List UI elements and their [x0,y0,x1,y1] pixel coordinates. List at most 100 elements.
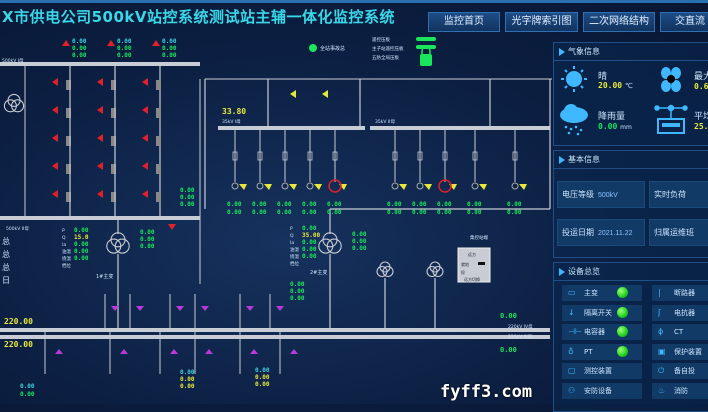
breaker-icon [332,151,338,161]
meas-value: 0.00 [180,383,195,390]
equipment-item[interactable]: ↓隔离开关 [562,304,642,321]
capacitor-icon [314,184,322,190]
bus-voltage-35kv: 33.80 [222,107,246,116]
temperature-unit: ℃ [624,82,633,90]
meas-value: 0.00 [387,201,402,208]
avg-value: 25.0 [694,122,708,131]
meas-value: 0.00 [20,383,35,390]
meas-value: 0.00 [302,225,317,232]
winding [106,238,122,254]
ground-switch-icon [52,78,58,86]
lock-icon [420,54,432,66]
meas-value: 0.00 [74,227,89,234]
capacitor-icon [399,184,407,190]
meas-label: 油温 [62,248,71,255]
breaker-icon [111,108,116,118]
side-label: 总 [2,249,10,259]
meas-value: 0.00 [327,201,342,208]
winding [110,232,126,248]
meas-value: 0.00 [117,52,132,59]
equipment-item[interactable]: ♁PT [562,343,642,360]
remote-box-text: 远方切换 [464,276,480,282]
meas-value: 0.00 [72,38,87,45]
info-maintenance-team: 归属运维班 [649,219,708,246]
equipment-item[interactable]: ⚇安防设备 [562,382,642,399]
nav-home[interactable]: 监控首页 [428,12,500,32]
bus-label: 500kV II母 [6,226,29,232]
breaker-icon [111,136,116,146]
bus-35kv-1 [218,126,365,130]
flow-arrow-icon [107,40,115,46]
equipment-item[interactable]: ♨消防 [652,382,708,399]
breaker-icon [66,192,71,202]
breaker-icon: | [658,288,661,297]
flow-arrow-icon [152,40,160,46]
equipment-item[interactable]: ⏻备自投 [652,363,708,379]
equipment-item[interactable]: ▭主变 [562,285,642,301]
meas-value: 0.00 [352,238,367,245]
reactor-alarm-icon [438,179,452,193]
meas-value: 0.00 [352,231,367,238]
capacitor-icon [511,182,519,190]
ct-icon: ɸ [658,327,664,336]
nav-ac-dc[interactable]: 交直流 [660,12,708,32]
pt-220kv [376,261,394,278]
ground-switch-icon [205,349,213,354]
wind-value: 0.60 [694,82,708,91]
nav-secondary-network[interactable]: 二次网络结构 [583,12,655,32]
winding [382,265,394,278]
wind-label: 最大 [694,72,708,82]
equipment-item[interactable]: ▢测控装置 [562,363,642,379]
breaker-icon [417,151,423,161]
bus-500kv-2 [0,216,200,220]
winding [326,238,342,254]
equipment-item[interactable]: |断路器 [652,285,708,301]
breaker-icon [156,164,161,174]
capacitor-icon [471,182,479,190]
remote-box-text: 投 [461,269,465,275]
nav-signal-index[interactable]: 光字牌索引图 [505,12,578,32]
meas-value: 0.00 [117,38,132,45]
status-indicator [617,287,628,298]
meas-value: 0.00 [255,367,270,374]
meas-value: 0.00 [467,201,482,208]
disconnector-icon: ↓ [568,307,575,317]
equipment-item[interactable]: ⊣⊢电容器 [562,324,642,340]
equipment-title: 设备总览 [554,263,708,281]
meas-value: 0.00 [180,376,195,383]
meas-value: 0.00 [227,209,242,216]
legend-status: 全站事故总 [320,45,345,52]
ground-switch-icon [52,190,58,198]
meas-value: 0.00 [437,209,452,216]
breaker-icon [232,151,238,161]
meas-value: 0.00 [302,253,317,260]
meas-value: 0.00 [327,209,342,216]
winding [426,265,438,278]
bus-label: 35kV II母 [375,119,395,125]
pressure-icon [654,104,688,134]
capacitor-icon [289,184,297,190]
status-indicator [617,306,628,318]
winding [318,238,334,254]
protection-icon: ▣ [658,346,666,356]
breaker-icon [111,192,116,202]
side-label: 总 [2,262,10,272]
equipment-item[interactable]: ▣保护装置 [652,343,708,360]
bus-35kv-2 [370,126,550,130]
meas-value: 0.00 [180,369,195,376]
ground-switch-icon [97,190,103,198]
capacitor-icon [264,184,272,190]
breaker-icon [66,136,71,146]
winding [432,265,444,278]
meas-value: 0.00 [302,239,317,246]
meas-value: 0.00 [162,38,177,45]
rain-label: 降雨量 [598,112,626,122]
pt-icon [322,90,328,98]
station-label: 集控站端 [470,234,488,241]
remote-box-text: 就地 [461,261,469,267]
capacitor-icon [416,182,424,190]
